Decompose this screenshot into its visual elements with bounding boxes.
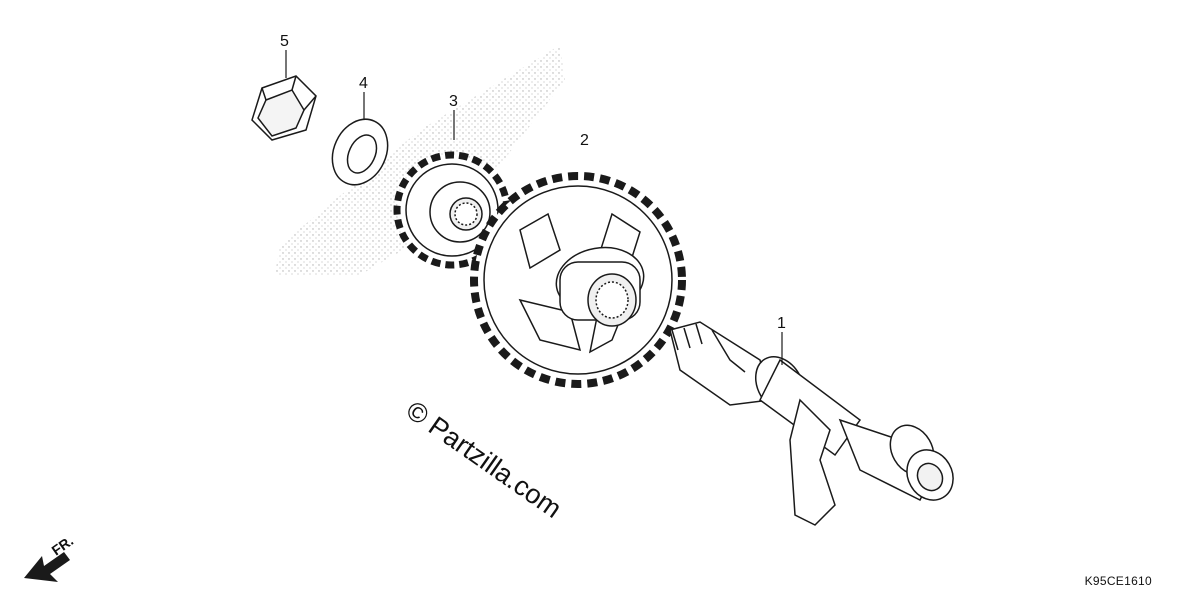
callout-3: 3 [449, 93, 458, 110]
callout-2: 2 [580, 132, 589, 149]
front-direction-label: FR. [49, 532, 77, 558]
shaft-part[interactable] [669, 321, 962, 526]
washer-part[interactable] [322, 110, 398, 194]
leader-lines [285, 50, 783, 365]
callout-1: 1 [777, 315, 786, 332]
diagram-code: K95CE1610 [1084, 574, 1152, 588]
callout-5: 5 [280, 33, 289, 50]
stipple-shade [275, 45, 565, 275]
large-gear-part[interactable] [470, 172, 686, 388]
hex-nut-part[interactable] [251, 75, 317, 141]
front-direction-arrow-icon [24, 552, 70, 582]
callout-4: 4 [359, 75, 368, 92]
